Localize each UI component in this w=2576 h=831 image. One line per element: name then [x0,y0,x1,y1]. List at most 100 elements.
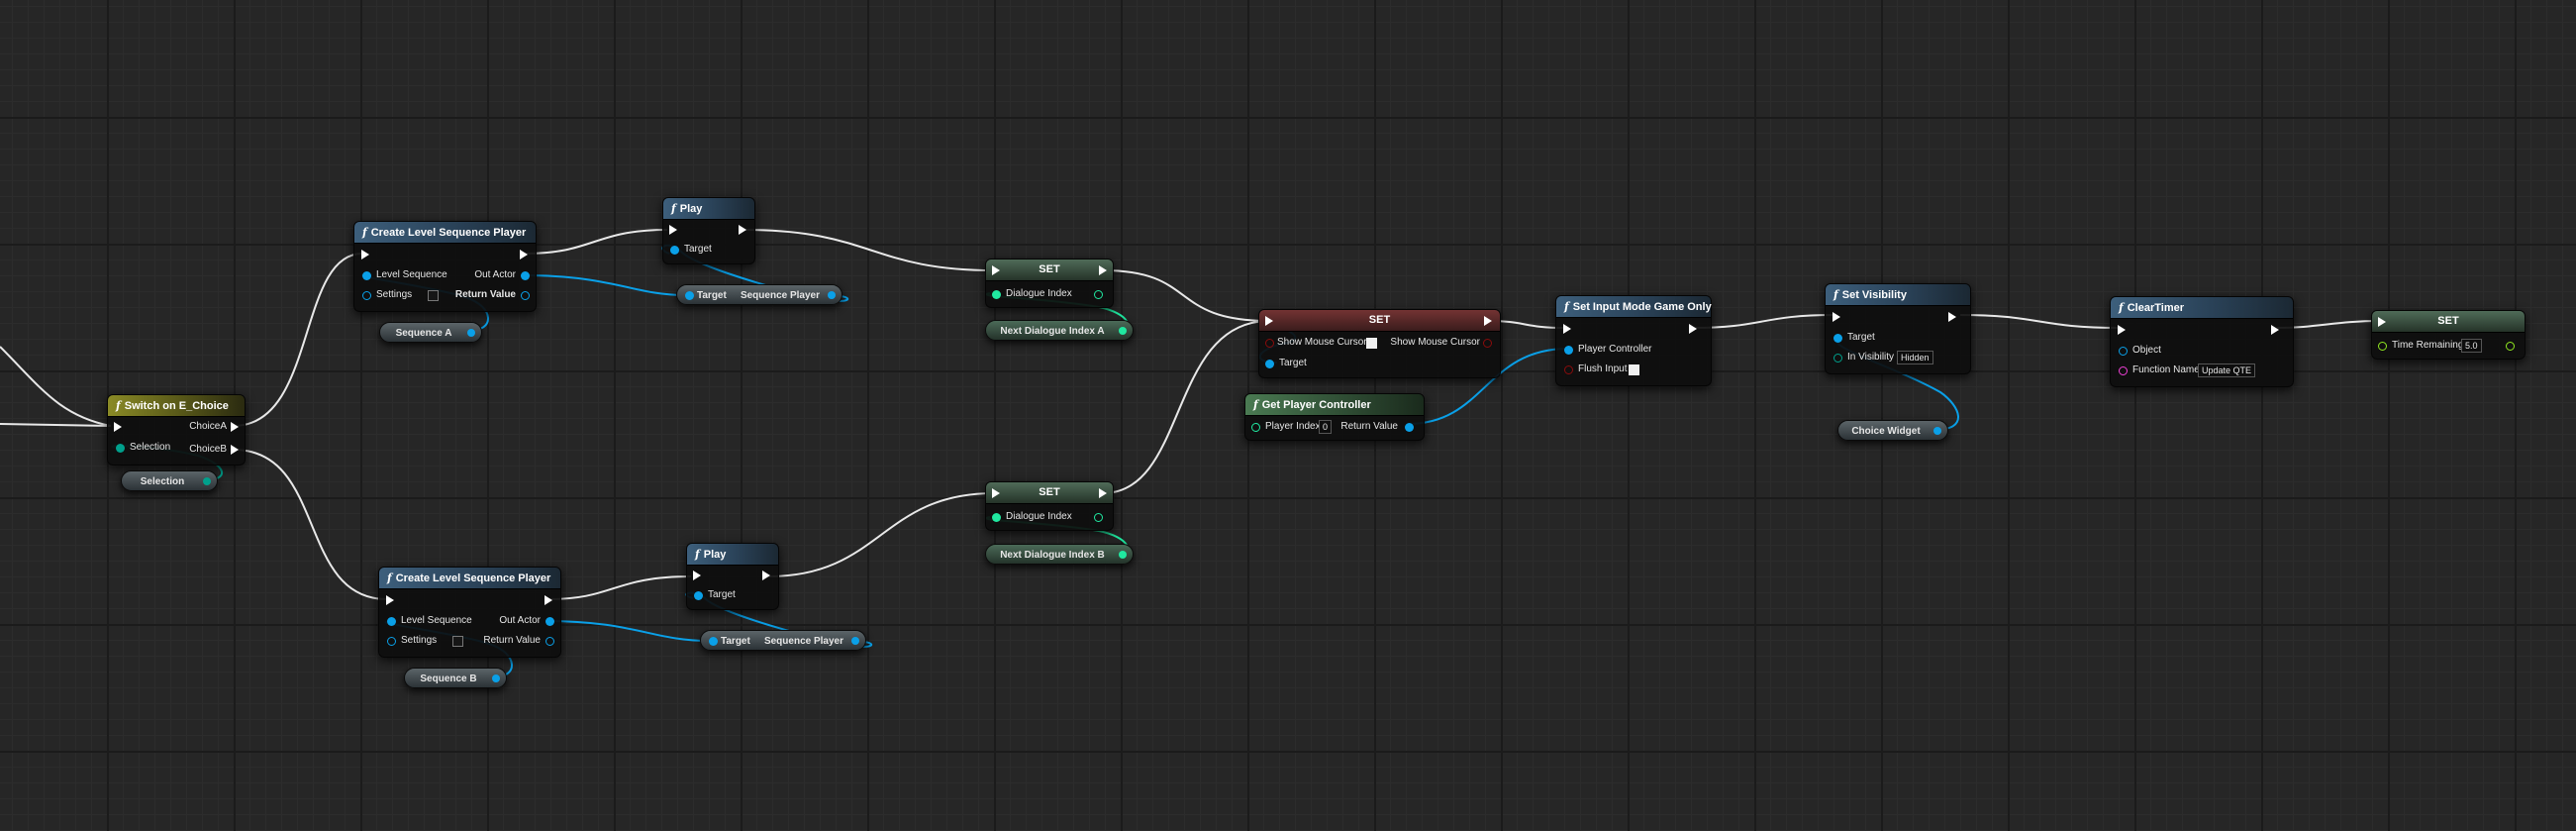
dialogue-index-pin[interactable] [992,513,1001,522]
flush-input-pin[interactable] [1564,365,1573,374]
player-index-input[interactable]: 0 [1319,420,1333,434]
out-actor-pin[interactable] [545,617,554,626]
exec-in-pin[interactable] [2378,317,2386,327]
player-controller-pin[interactable] [1564,346,1573,355]
settings-checkbox[interactable] [452,636,463,647]
exec-in-pin[interactable] [1563,324,1571,334]
settings-pin[interactable] [362,291,371,300]
exec-in-pin[interactable] [693,571,701,580]
next-dialogue-index-b-out-pin[interactable] [1119,551,1127,559]
time-remaining-pin[interactable] [2378,342,2387,351]
level-sequence-pin[interactable] [362,271,371,280]
function-name-pin[interactable] [2119,366,2128,375]
sequence-b-out-pin[interactable] [492,675,500,682]
next-dialogue-index-a-out-pin[interactable] [1119,327,1127,335]
dialogue-index-out-pin[interactable] [1094,290,1103,299]
sequence-player-b-node[interactable]: Target Sequence Player [700,630,866,651]
settings-checkbox[interactable] [428,290,439,301]
choice-widget-variable-node[interactable]: Choice Widget [1837,420,1948,441]
target-pin[interactable] [685,291,694,300]
exec-out-pin[interactable] [762,571,770,580]
time-remaining-input[interactable]: 5.0 [2461,339,2482,353]
level-sequence-pin[interactable] [387,617,396,626]
next-dialogue-index-b-node[interactable]: Next Dialogue Index B [985,544,1134,565]
in-visibility-pin[interactable] [1833,354,1842,363]
return-value-pin[interactable] [545,637,554,646]
exec-out-pin[interactable] [2271,325,2279,335]
exec-out-pin[interactable] [1689,324,1697,334]
sequence-a-variable-node[interactable]: Sequence A [379,322,482,343]
exec-in-pin[interactable] [1833,312,1840,322]
target-pin[interactable] [1833,334,1842,343]
target-pin[interactable] [709,637,718,646]
sequence-b-variable-node[interactable]: Sequence B [404,668,507,688]
in-visibility-dropdown[interactable]: Hidden [1897,351,1933,364]
exec-in-pin[interactable] [361,250,369,260]
exec-out-pin[interactable] [1099,265,1107,275]
exec-out-pin[interactable] [1484,316,1492,326]
show-mouse-cursor-in-pin[interactable] [1265,339,1274,348]
exec-out-pin[interactable] [739,225,746,235]
sequence-player-a-node[interactable]: Target Sequence Player [676,284,842,305]
exec-out-pin[interactable] [1099,488,1107,498]
settings-pin[interactable] [387,637,396,646]
choice-widget-out-pin[interactable] [1933,427,1941,435]
node-title: Create Level Sequence Player [370,227,527,239]
sequence-a-out-pin[interactable] [467,329,475,337]
exec-in-pin[interactable] [386,595,394,605]
exec-out-pin[interactable] [545,595,552,605]
exec-out-pin[interactable] [520,250,528,260]
choicea-exec-pin[interactable] [231,422,239,432]
level-sequence-label: Level Sequence [401,615,472,626]
choiceb-exec-pin[interactable] [231,445,239,455]
function-name-input[interactable]: Update QTE [2198,364,2256,377]
return-value-pin[interactable] [521,291,530,300]
exec-in-pin[interactable] [992,488,1000,498]
set-time-remaining-node[interactable]: SET Time Remaining 5.0 [2371,310,2526,360]
dialogue-index-pin[interactable] [992,290,1001,299]
exec-in-pin[interactable] [1265,316,1273,326]
dialogue-index-out-pin[interactable] [1094,513,1103,522]
node-title: Set Input Mode Game Only [1572,301,1712,313]
set-dialogue-index-a-node[interactable]: SET Dialogue Index [985,259,1114,308]
node-header: SET [986,260,1113,281]
out-actor-pin[interactable] [521,271,530,280]
set-dialogue-index-b-node[interactable]: SET Dialogue Index [985,481,1114,531]
player-index-pin[interactable] [1251,423,1260,432]
exec-in-pin[interactable] [669,225,677,235]
object-pin[interactable] [2119,347,2128,356]
return-value-pin[interactable] [1405,423,1414,432]
show-mouse-cursor-out-pin[interactable] [1483,339,1492,348]
selection-variable-node[interactable]: Selection [121,470,218,491]
target-pin[interactable] [670,246,679,255]
exec-out-pin[interactable] [2509,317,2517,327]
target-pin[interactable] [694,591,703,600]
next-dialogue-index-a-node[interactable]: Next Dialogue Index A [985,320,1134,341]
choiceb-label: ChoiceB [189,444,227,455]
exec-wire-input-visibility [1692,314,1834,329]
sequence-player-out-pin[interactable] [828,291,836,299]
exec-in-pin[interactable] [992,265,1000,275]
time-remaining-out-pin[interactable] [2506,342,2515,351]
target-pin[interactable] [1265,360,1274,368]
exec-out-pin[interactable] [1948,312,1956,322]
selection-label: Selection [130,442,171,453]
function-icon: f [362,226,367,239]
exec-in-pin[interactable] [2118,325,2126,335]
set-show-mouse-cursor-node[interactable]: SET Show Mouse Cursor Show Mouse Cursor … [1258,309,1501,378]
selection-out-pin[interactable] [203,477,211,485]
selection-pin[interactable] [116,444,125,453]
exec-in-pin[interactable] [114,422,122,432]
sequence-player-out-pin[interactable] [851,637,859,645]
show-mouse-cursor-checkbox[interactable] [1366,338,1377,349]
flush-input-checkbox[interactable] [1629,364,1639,375]
